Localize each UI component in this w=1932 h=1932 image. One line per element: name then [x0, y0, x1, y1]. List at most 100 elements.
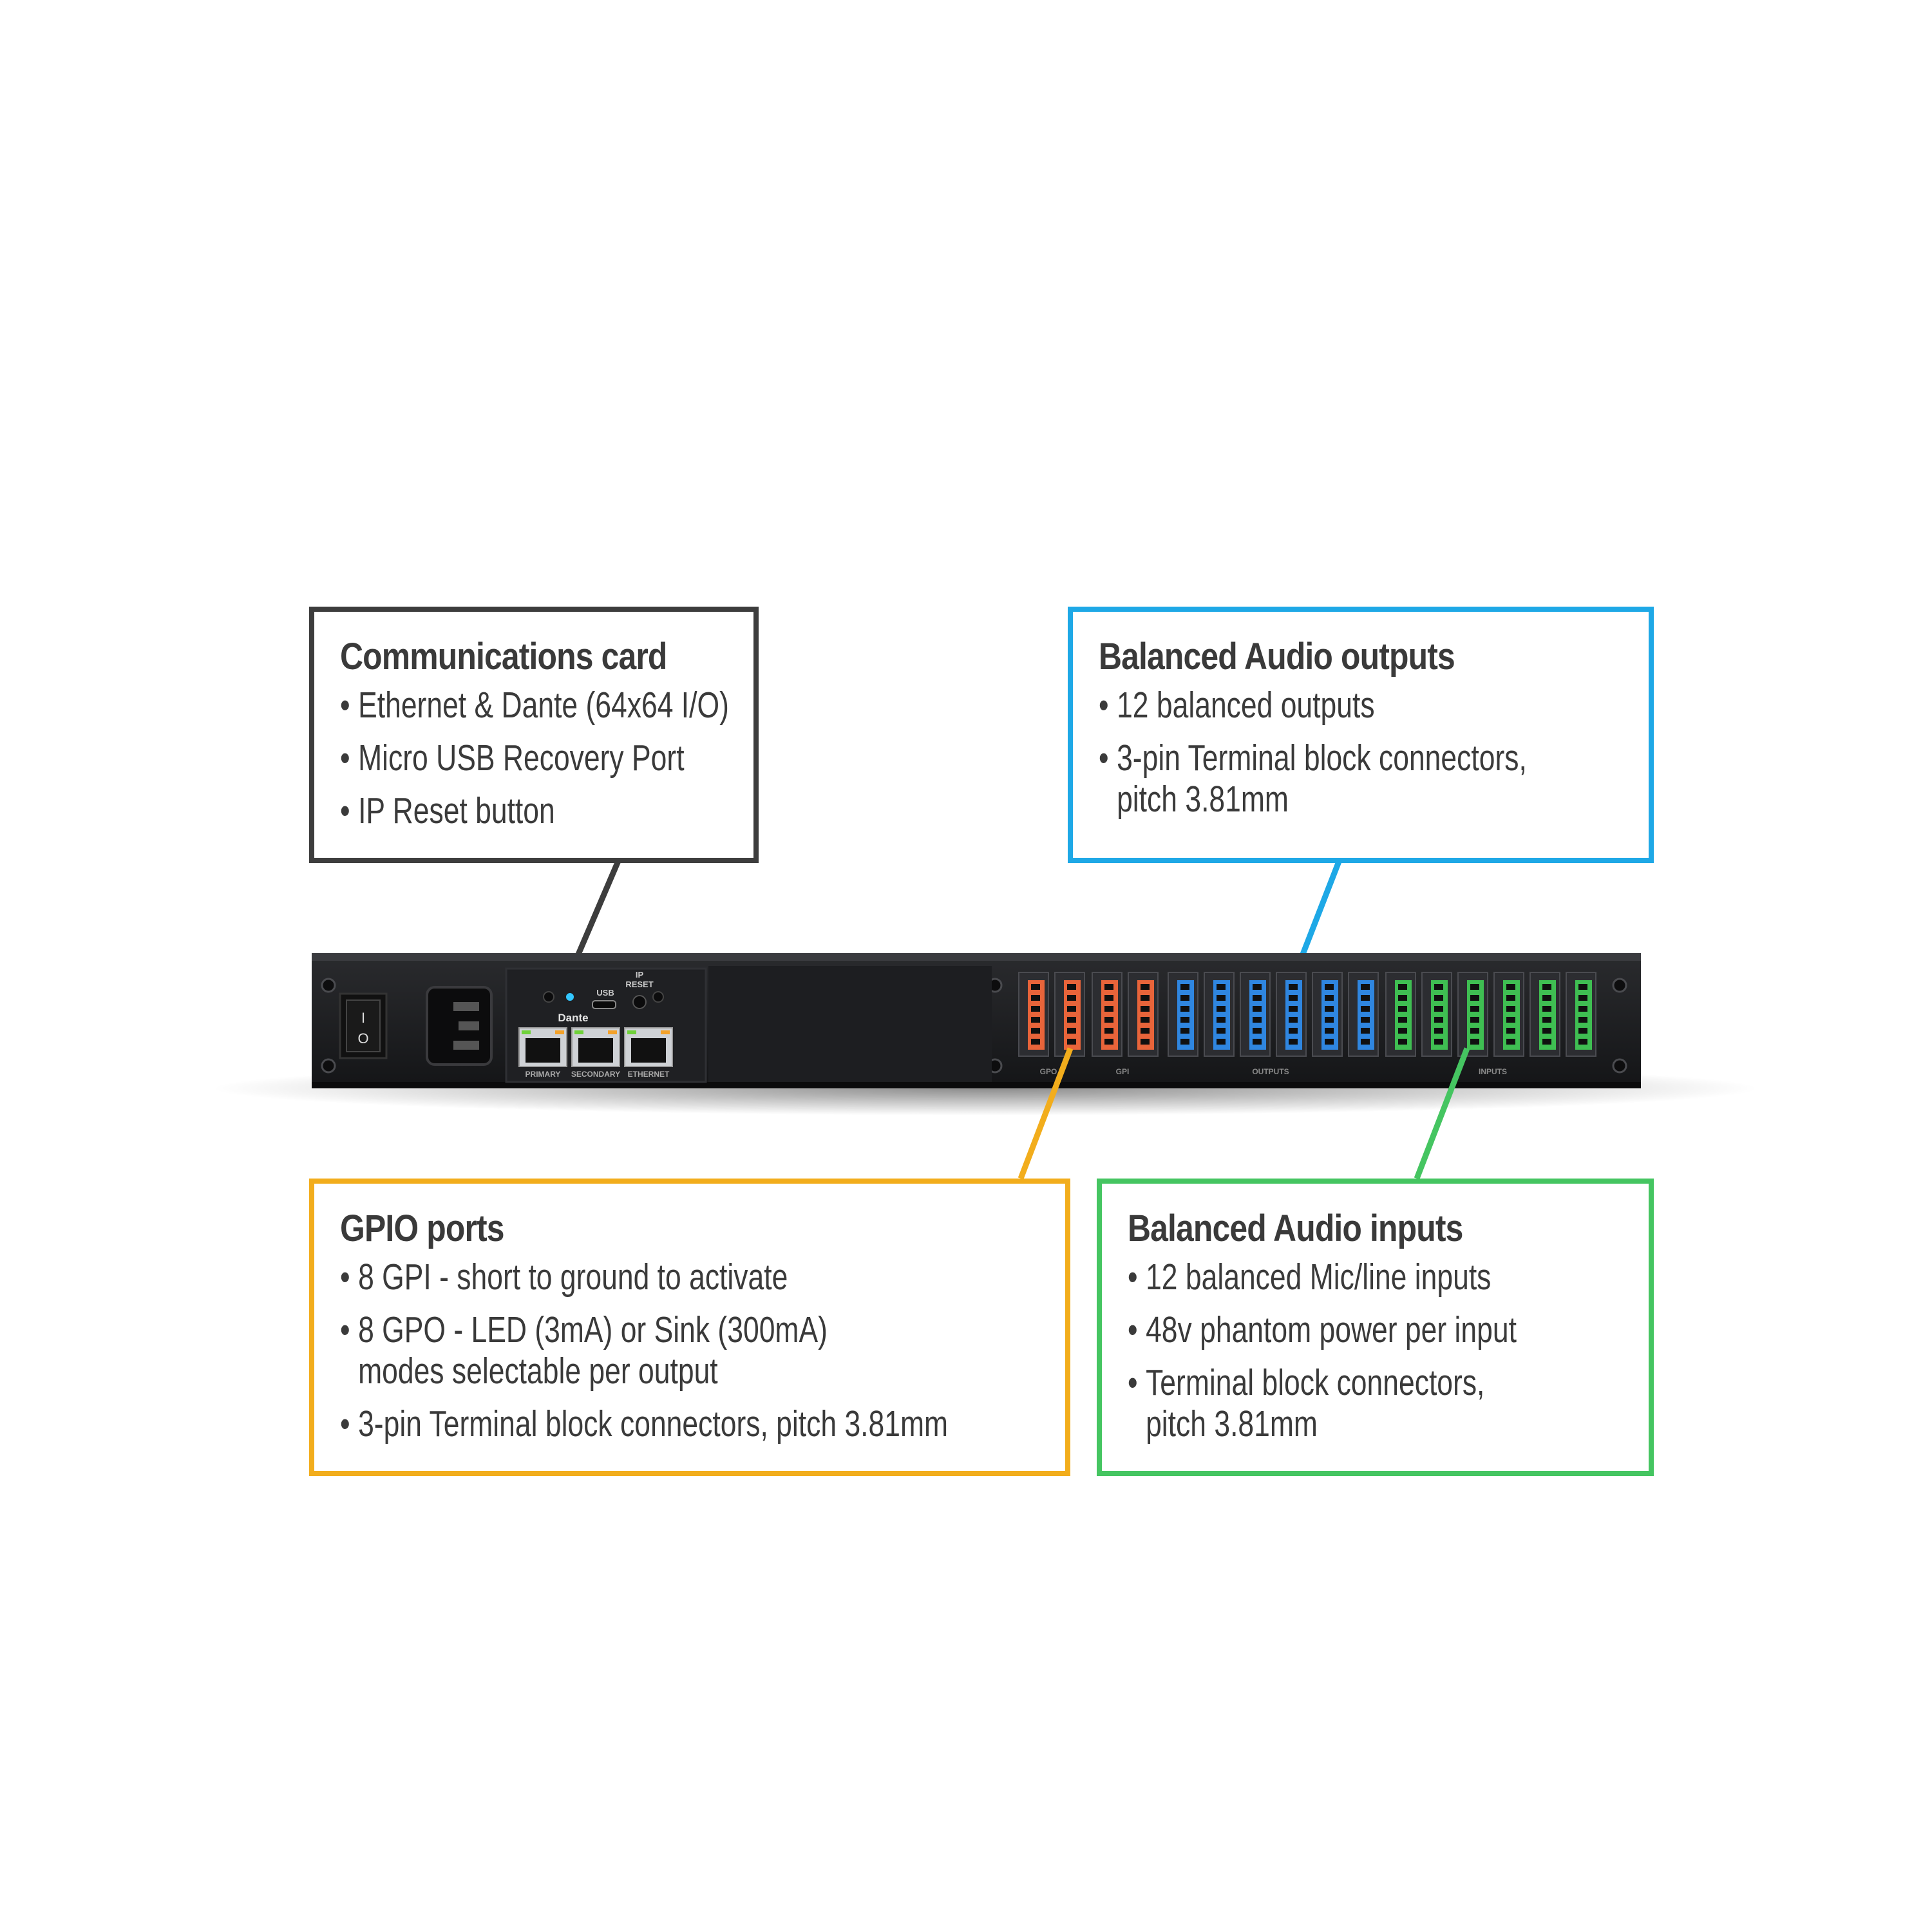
- terminal-pin-hole: [1506, 984, 1515, 990]
- terminal-pin-hole: [1434, 984, 1443, 990]
- terminal-pin-hole: [1434, 1017, 1443, 1023]
- terminal-pin-hole: [1398, 1028, 1407, 1034]
- audio-outputs-title: Balanced Audio outputs: [1099, 636, 1455, 677]
- terminal-pin-hole: [1217, 984, 1226, 990]
- terminal-pin-hole: [1141, 1017, 1150, 1023]
- terminal-pin-hole: [1398, 995, 1407, 1001]
- panel-label-outputs: OUTPUTS: [1252, 1067, 1289, 1076]
- micro-usb-port[interactable]: [592, 1000, 616, 1009]
- comms-card-list: •Ethernet & Dante (64x64 I/O) •Micro USB…: [340, 685, 729, 831]
- bullet: •: [1128, 1256, 1138, 1298]
- bullet: •: [340, 1309, 350, 1350]
- power-switch-on-label: I: [361, 1010, 365, 1026]
- power-inlet-pin-1: [453, 1002, 479, 1011]
- blank-panel: [708, 966, 992, 1082]
- terminal-pin-hole: [1578, 995, 1587, 1001]
- gpio-ports-item: •8 GPO - LED (3mA) or Sink (300mA)modes …: [340, 1309, 828, 1392]
- bullet: •: [340, 790, 350, 831]
- output-terminal-block: [1321, 980, 1338, 1050]
- bullet: •: [1128, 1309, 1138, 1350]
- terminal-pin-hole: [1325, 1006, 1334, 1012]
- bullet: •: [340, 1403, 350, 1444]
- terminal-pin-hole: [1542, 1017, 1551, 1023]
- terminal-pin-hole: [1470, 1039, 1479, 1045]
- terminal-pin-hole: [1180, 1006, 1189, 1012]
- terminal-pin-hole: [1031, 1028, 1040, 1034]
- power-switch[interactable]: [346, 999, 381, 1052]
- terminal-pin-hole: [1434, 995, 1443, 1001]
- inputs-leader-line: [1414, 1047, 1470, 1180]
- rj45-port-secondary-led-right: [608, 1030, 617, 1034]
- terminal-pin-hole: [1361, 984, 1370, 990]
- terminal-pin-hole: [1325, 984, 1334, 990]
- status-led: [566, 993, 574, 1001]
- terminal-pin-hole: [1398, 1039, 1407, 1045]
- gpio-ports-callout: GPIO ports •8 GPI - short to ground to a…: [309, 1179, 1070, 1476]
- terminal-pin-hole: [1141, 995, 1150, 1001]
- gpi-terminal-block: [1101, 980, 1118, 1050]
- audio-inputs-item: •48v phantom power per input: [1128, 1309, 1517, 1350]
- bullet: •: [1128, 1362, 1138, 1403]
- power-switch-off-label: O: [357, 1030, 368, 1046]
- rj45-port-primary-socket: [526, 1038, 560, 1063]
- usb-label: USB: [596, 988, 614, 998]
- terminal-pin-hole: [1578, 1039, 1587, 1045]
- terminal-pin-hole: [1398, 1017, 1407, 1023]
- terminal-pin-hole: [1217, 1028, 1226, 1034]
- gpo-terminal-block: [1064, 980, 1081, 1050]
- input-terminal-block: [1431, 980, 1448, 1050]
- rj45-port-primary-led-left: [522, 1030, 531, 1034]
- terminal-pin-hole: [1104, 1017, 1113, 1023]
- audio-outputs-callout: Balanced Audio outputs •12 balanced outp…: [1068, 607, 1654, 863]
- terminal-pin-hole: [1031, 1039, 1040, 1045]
- rj45-port-ethernet-led-left: [627, 1030, 636, 1034]
- terminal-pin-hole: [1217, 1006, 1226, 1012]
- gpio-leader-line: [1018, 1047, 1074, 1180]
- terminal-pin-hole: [1180, 984, 1189, 990]
- terminal-pin-hole: [1067, 1028, 1076, 1034]
- power-inlet-pin-3: [453, 1041, 479, 1050]
- audio-inputs-title: Balanced Audio inputs: [1128, 1208, 1463, 1249]
- terminal-pin-hole: [1067, 984, 1076, 990]
- panel-label-inputs: INPUTS: [1479, 1067, 1507, 1076]
- input-terminal-block: [1503, 980, 1520, 1050]
- ip-reset-button[interactable]: [632, 995, 647, 1009]
- input-terminal-block: [1539, 980, 1556, 1050]
- gpio-ports-item: •8 GPI - short to ground to activate: [340, 1256, 788, 1298]
- terminal-pin-hole: [1434, 1039, 1443, 1045]
- terminal-pin-hole: [1289, 1017, 1298, 1023]
- ip-reset-label-line1: IP: [636, 970, 644, 980]
- audio-outputs-list: •12 balanced outputs •3-pin Terminal blo…: [1099, 685, 1623, 820]
- ip-reset-label-line2: RESET: [625, 980, 653, 989]
- terminal-pin-hole: [1506, 1028, 1515, 1034]
- terminal-pin-hole: [1542, 1006, 1551, 1012]
- output-terminal-block: [1177, 980, 1194, 1050]
- comms-card-item: •Micro USB Recovery Port: [340, 737, 685, 779]
- comms-card-item: •IP Reset button: [340, 790, 555, 831]
- rj45-ports: [518, 1027, 673, 1067]
- terminal-pin-hole: [1361, 1039, 1370, 1045]
- terminal-pin-hole: [1217, 1017, 1226, 1023]
- terminal-block-connectors: [1018, 972, 1596, 1057]
- terminal-pin-hole: [1506, 1039, 1515, 1045]
- rj45-port-secondary-socket: [578, 1038, 613, 1063]
- comms-card-callout: Communications card •Ethernet & Dante (6…: [309, 607, 759, 863]
- terminal-pin-hole: [1578, 1028, 1587, 1034]
- terminal-pin-hole: [1180, 1017, 1189, 1023]
- terminal-pin-hole: [1325, 1017, 1334, 1023]
- rj45-port-ethernet-socket: [631, 1038, 666, 1063]
- port-label-primary: PRIMARY: [526, 1070, 561, 1079]
- dante-logo: Dante: [558, 1012, 588, 1024]
- output-terminal-block: [1358, 980, 1374, 1050]
- bullet: •: [340, 685, 350, 726]
- terminal-pin-hole: [1325, 1039, 1334, 1045]
- terminal-pin-hole: [1434, 1028, 1443, 1034]
- terminal-pin-hole: [1031, 995, 1040, 1001]
- gpo-terminal-block: [1028, 980, 1045, 1050]
- audio-inputs-list: •12 balanced Mic/line inputs •48v phanto…: [1128, 1256, 1623, 1444]
- bullet: •: [340, 1256, 350, 1298]
- terminal-pin-hole: [1398, 984, 1407, 990]
- power-inlet-pin-2: [459, 1021, 479, 1030]
- terminal-pin-hole: [1180, 1028, 1189, 1034]
- terminal-pin-hole: [1104, 995, 1113, 1001]
